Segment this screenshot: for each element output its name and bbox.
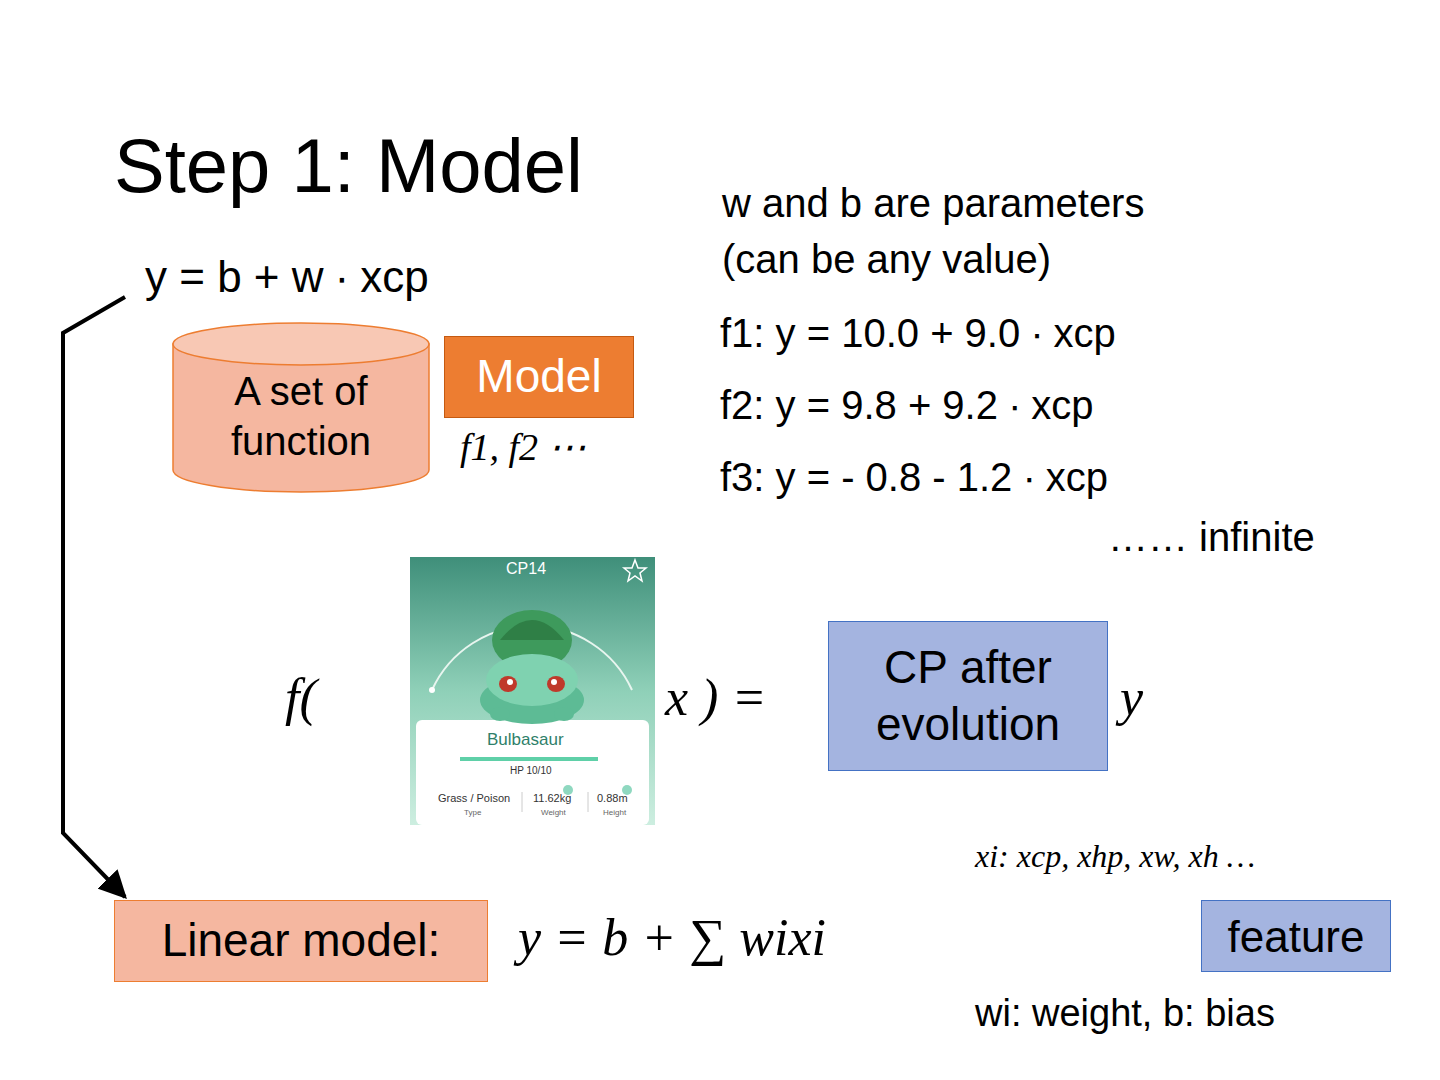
function-example: f1: y = 10.0 + 9.0 ∙ xcp xyxy=(720,310,1116,356)
note: w and b are parameters xyxy=(722,180,1144,226)
formula: y = b + w ∙ xcp xyxy=(145,252,429,303)
card-text: Type xyxy=(464,808,481,817)
model-box: Model xyxy=(444,336,634,418)
formula: y = b + ∑ wixi xyxy=(518,908,826,968)
output-box: CP after evolution xyxy=(828,621,1108,771)
note: …… infinite xyxy=(1108,514,1315,560)
function-list: f1, f2 ⋯ xyxy=(460,426,586,470)
output-symbol: y xyxy=(1120,668,1143,728)
function-set-cylinder: A set of function xyxy=(172,322,430,492)
feature-box: feature xyxy=(1201,900,1391,972)
linear-model-box: Linear model: xyxy=(114,900,488,982)
card-text: Grass / Poison xyxy=(438,792,510,805)
node-text: Model xyxy=(476,348,601,406)
node-text: feature xyxy=(1228,909,1365,964)
card-text: Height xyxy=(603,808,626,817)
bulbasaur-card xyxy=(410,557,655,825)
function-example: f3: y = - 0.8 - 1.2 ∙ xcp xyxy=(720,454,1108,500)
note: (can be any value) xyxy=(722,236,1051,282)
card-text: 0.88m xyxy=(597,792,628,805)
node-text: A set of function xyxy=(184,366,418,466)
node-text: CP after evolution xyxy=(840,639,1096,754)
function-example: f2: y = 9.8 + 9.2 ∙ xcp xyxy=(720,382,1094,428)
card-text: CP14 xyxy=(506,560,546,578)
note: wi: weight, b: bias xyxy=(975,992,1275,1036)
slide-title: Step 1: Model xyxy=(114,122,583,209)
card-text: HP 10/10 xyxy=(510,765,552,777)
card-text: Bulbasaur xyxy=(487,730,564,750)
feature-list: xi: xcp, xhp, xw, xh … xyxy=(975,838,1255,875)
function-symbol: x ) = xyxy=(665,668,767,728)
function-symbol: f( xyxy=(285,668,317,728)
card-text: Weight xyxy=(541,808,566,817)
card-text: 11.62kg xyxy=(533,792,571,805)
bracket-arrow xyxy=(63,297,125,897)
node-text: Linear model: xyxy=(162,912,441,970)
